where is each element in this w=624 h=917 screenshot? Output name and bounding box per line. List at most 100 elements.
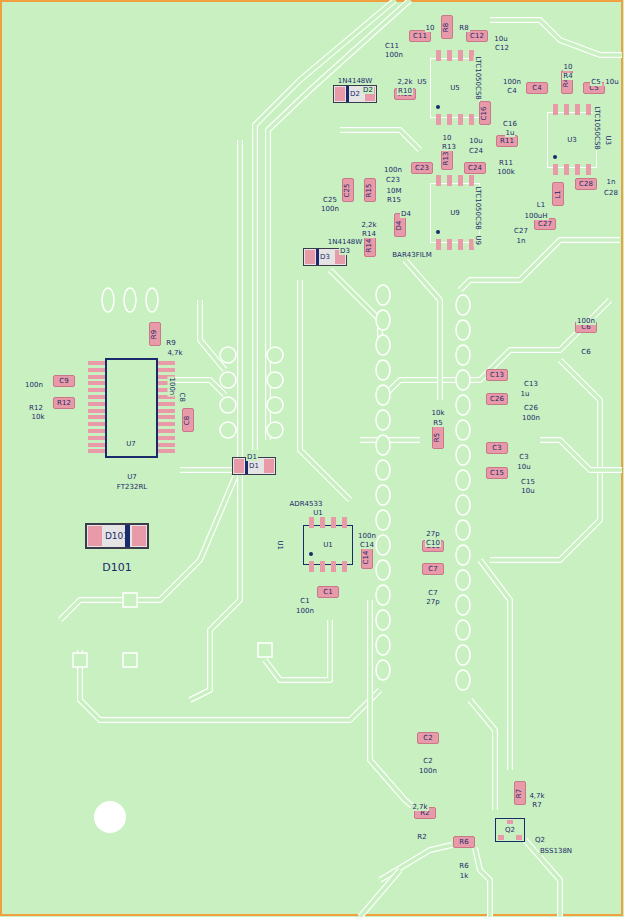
mounting-hole <box>94 801 126 833</box>
smd-footprint: R7 <box>514 781 526 805</box>
transistor-footprint: Q2 <box>495 818 525 842</box>
smd-footprint: C26 <box>486 393 508 405</box>
silkscreen-label: 100n <box>24 372 44 379</box>
pad <box>88 368 105 372</box>
silkscreen-label: 10u <box>516 454 532 461</box>
silkscreen-text: D3 <box>339 248 351 255</box>
copper-trace <box>475 848 490 917</box>
copper-trace <box>490 20 622 55</box>
smd-footprint: C2 <box>417 732 439 744</box>
header-pad <box>456 320 470 340</box>
silkscreen-text: 1N4148W <box>327 239 363 246</box>
silkscreen-label: C10 <box>425 530 441 537</box>
silkscreen-label: 10 <box>442 125 453 132</box>
silkscreen-text: C23 <box>385 177 401 184</box>
designator: R5 <box>434 432 441 441</box>
silkscreen-label: U9 <box>484 234 491 246</box>
silkscreen-text: 100n <box>521 415 541 422</box>
silkscreen-label: 100n <box>502 69 522 76</box>
copper-trace <box>385 300 610 395</box>
designator: D4 <box>397 220 404 230</box>
pad <box>88 429 105 433</box>
silkscreen-text: 10u <box>604 79 619 86</box>
silkscreen-text: C1 <box>299 598 310 605</box>
header-pad <box>376 535 390 555</box>
silkscreen-text: LTC1050CS8 <box>474 185 481 230</box>
silkscreen-text: D1 <box>246 454 258 461</box>
silkscreen-label: R13 <box>441 134 457 141</box>
pad <box>264 459 274 473</box>
square-pad <box>258 643 272 657</box>
silkscreen-text: U3 <box>604 134 611 146</box>
header-pad <box>376 335 390 355</box>
silkscreen-label: U3 <box>614 134 621 146</box>
silkscreen-label: 100n <box>576 308 596 315</box>
pad <box>469 114 474 125</box>
silkscreen-label: 2,2k <box>360 212 378 219</box>
silkscreen-label: 100n <box>384 42 404 49</box>
copper-trace <box>60 475 236 620</box>
copper-trace <box>380 845 452 880</box>
silkscreen-text: 100k <box>496 169 515 176</box>
silkscreen-text: C26 <box>523 405 539 412</box>
pad <box>331 561 336 572</box>
pad <box>309 561 314 572</box>
copper-trace <box>268 0 410 440</box>
designator: C4 <box>532 85 541 92</box>
pad <box>498 835 504 840</box>
silkscreen-label: D2 <box>362 77 374 84</box>
pad <box>305 250 315 264</box>
copper-trace <box>540 440 622 470</box>
pad <box>447 114 452 125</box>
silkscreen-text: BSS138N <box>539 848 573 855</box>
copper-trace <box>540 440 622 470</box>
silkscreen-label: 2,2k <box>396 69 414 76</box>
silkscreen-text: R9 <box>165 340 176 347</box>
silkscreen-label: U1 <box>312 500 324 507</box>
silkscreen-text: R13 <box>441 144 457 151</box>
silkscreen-text: 2,2k <box>396 79 413 86</box>
pad <box>88 402 105 406</box>
pad <box>458 175 463 186</box>
ic-footprint: U9 <box>430 183 480 243</box>
smd-footprint: C12 <box>466 30 488 42</box>
pad <box>320 561 325 572</box>
via-pad <box>267 422 283 438</box>
silkscreen-label: 1u <box>505 120 516 127</box>
silkscreen-label: D3 <box>339 238 351 245</box>
header-pad <box>376 485 390 505</box>
silkscreen-text: ADR4533 <box>289 501 324 508</box>
silkscreen-text: C11 <box>384 43 400 50</box>
pad <box>158 368 175 372</box>
pad <box>234 459 244 473</box>
silkscreen-text: R14 <box>361 231 377 238</box>
silkscreen-text: U1 <box>312 510 324 517</box>
designator: D101 <box>105 532 129 541</box>
silkscreen-label: R12 <box>28 395 44 402</box>
silkscreen-text: BAR43FILM <box>391 252 432 259</box>
silkscreen-text: 10u <box>468 138 483 145</box>
pad <box>158 449 175 453</box>
silkscreen-label: R14 <box>361 221 377 228</box>
silkscreen-label: Q2 <box>534 827 546 834</box>
silkscreen-label: 100n <box>320 196 340 203</box>
silkscreen-text: Q2 <box>534 837 546 844</box>
pad <box>88 395 105 399</box>
silkscreen-label: R9 <box>165 330 177 337</box>
silkscreen-text: 10k <box>431 410 446 417</box>
copper-trace <box>475 848 490 917</box>
designator: C15 <box>490 470 504 477</box>
silkscreen-text: 10u <box>520 488 535 495</box>
silkscreen-text: 10 <box>425 25 436 32</box>
silkscreen-text: 100n <box>24 382 44 389</box>
pad <box>88 422 105 426</box>
copper-trace <box>255 0 395 450</box>
designator: C9 <box>59 378 68 385</box>
silkscreen-text: C28 <box>603 190 619 197</box>
smd-footprint: C27 <box>534 218 556 230</box>
silkscreen-text: 1n <box>606 179 617 186</box>
silkscreen-text: C2 <box>422 758 433 765</box>
via-pad <box>220 397 236 413</box>
copper-trace <box>360 870 400 917</box>
silkscreen-text: 100n <box>168 376 175 396</box>
